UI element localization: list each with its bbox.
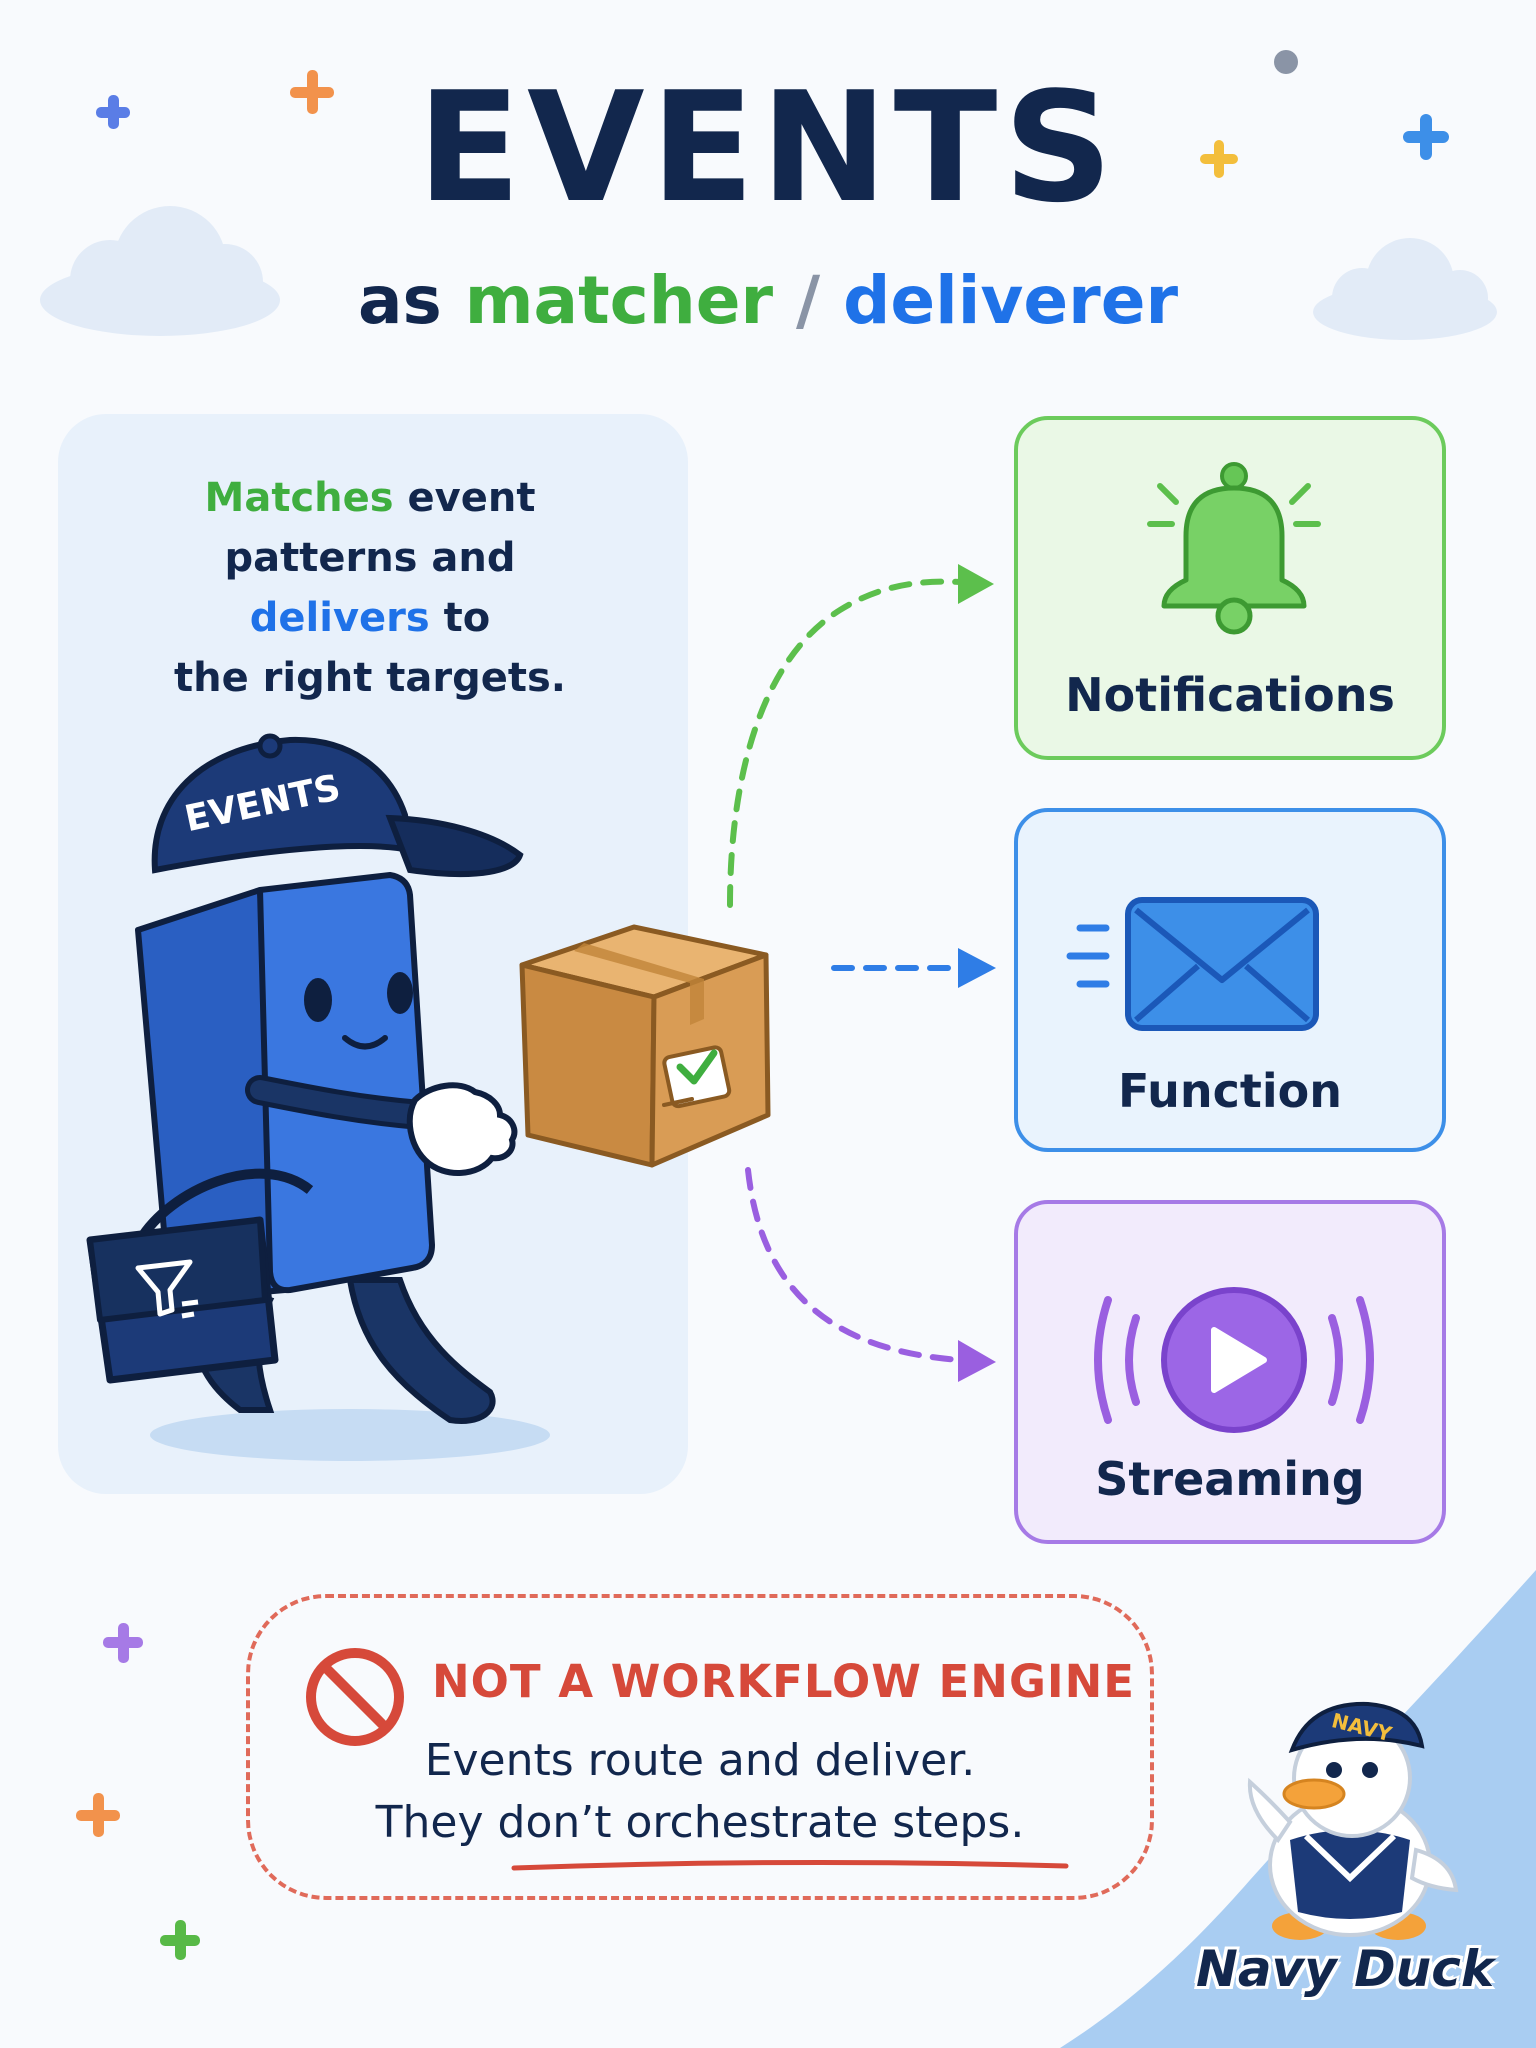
page-title: EVENTS [417, 59, 1119, 236]
box-front [519, 962, 657, 1168]
mascot-shadow [150, 1409, 550, 1461]
mascot-bag-flap [87, 1217, 268, 1323]
sparkle-purple-icon [103, 1623, 143, 1663]
package-box [519, 924, 771, 1168]
description-line-1: Matches event [130, 468, 610, 528]
prohibited-icon [306, 1648, 404, 1746]
mascot-cap-button [257, 733, 283, 759]
brand-name: Navy Duck [1196, 1940, 1495, 1998]
box-tape [574, 943, 704, 1025]
description-line-3: delivers to [130, 588, 610, 648]
warning-box [246, 1594, 1154, 1900]
mascot-smile [342, 1035, 388, 1050]
cloud-left-icon [40, 206, 280, 336]
warning-underline [511, 1859, 1069, 1871]
sparkle-green-icon [160, 1920, 200, 1960]
target-label-notifications: Notifications [1065, 668, 1395, 722]
target-label-function: Function [1117, 1064, 1342, 1118]
target-card-notifications: Notifications [1014, 416, 1446, 760]
description-matches: Matches [204, 475, 394, 521]
duck-eye-left [1326, 1762, 1342, 1778]
navy-duck-mascot: NAVY [1247, 1701, 1459, 1940]
subtitle-matcher: matcher [464, 262, 774, 339]
description-text: Matches event patterns and delivers to t… [130, 468, 610, 708]
duck-wing-right [1409, 1847, 1459, 1893]
envelope-icon [1066, 897, 1319, 1031]
description-line-2: patterns and [224, 535, 516, 581]
mascot-eye-left [304, 978, 332, 1022]
description-line1-rest: event [407, 475, 536, 521]
mascot-glove [406, 1082, 518, 1176]
warning-title: NOT A WORKFLOW ENGINE [432, 1655, 1136, 1708]
target-card-function: Function [1014, 808, 1446, 1152]
subtitle-separator: / [796, 262, 821, 339]
duck-beak [1282, 1778, 1346, 1810]
target-label-streaming: Streaming [1095, 1452, 1365, 1506]
subtitle-prefix: as [357, 262, 442, 339]
description-delivers: delivers [249, 595, 430, 641]
mascot-cap-brim [385, 814, 524, 877]
cloud-right-icon [1313, 238, 1497, 340]
duck-collar [1303, 1833, 1397, 1883]
description-line-4: the right targets. [174, 655, 566, 701]
filter-icon [135, 1259, 199, 1319]
events-mascot: EVENTS [86, 733, 550, 1461]
duck-wing-left [1247, 1777, 1293, 1844]
duck-eye-right [1362, 1762, 1378, 1778]
target-card-streaming: Streaming [1014, 1200, 1446, 1544]
warning-line-1: Events route and deliver. [424, 1735, 976, 1786]
bell-icon [1147, 462, 1321, 635]
subtitle-deliverer: deliverer [843, 262, 1179, 339]
mascot-leg-front [346, 1277, 496, 1424]
page-subtitle: as matcher / deliverer [0, 268, 1536, 334]
duck-cap [1288, 1701, 1425, 1754]
warning-line-2: They don’t orchestrate steps. [375, 1797, 1025, 1848]
sparkle-yellow-icon [1200, 140, 1238, 178]
checkmark-icon [676, 1049, 718, 1085]
sparkle-orange-bottom-icon [76, 1793, 120, 1837]
mascot-arm-fill [250, 1080, 430, 1125]
description-line3-rest: to [443, 595, 491, 641]
sparkle-blue-icon [96, 95, 130, 129]
sparkle-blue-right-icon [1403, 114, 1449, 160]
mascot-eye-right [387, 972, 413, 1014]
dot-grey-icon [1274, 50, 1298, 74]
sparkle-orange-icon [290, 70, 334, 114]
mascot-cap [151, 736, 414, 874]
mascot-bag-strap [135, 1168, 314, 1243]
play-stream-icon [1094, 1287, 1374, 1433]
